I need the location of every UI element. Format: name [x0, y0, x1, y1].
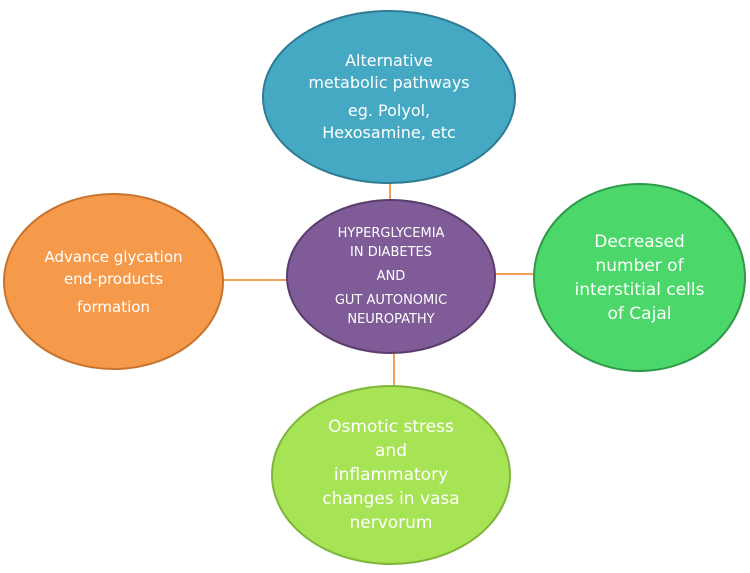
node-top-line: eg. Polyol, [347, 101, 431, 120]
node-top-line: metabolic pathways [308, 73, 470, 92]
node-center-line: HYPERGLYCEMIA [337, 226, 445, 241]
node-right-line: Decreased [594, 231, 685, 252]
node-center-line: IN DIABETES [350, 245, 432, 260]
node-left-line: formation [77, 297, 150, 316]
node-right-line: of Cajal [607, 303, 672, 324]
node-bottom-line: nervorum [349, 513, 433, 533]
node-osmotic-stress: Osmotic stress and inflammatory changes … [271, 385, 511, 565]
node-bottom-line: Osmotic stress [328, 417, 454, 437]
node-top-line: Alternative [345, 51, 433, 70]
node-center-line: AND [376, 269, 406, 284]
connector-left [223, 279, 287, 281]
node-bottom-line: inflammatory [333, 465, 449, 485]
node-right-line: number of [595, 255, 684, 276]
node-bottom-line: and [375, 441, 407, 461]
node-interstitial-cells: Decreased number of interstitial cells o… [533, 183, 746, 372]
node-center-line: GUT AUTONOMIC [334, 293, 448, 308]
node-hyperglycemia-center: HYPERGLYCEMIA IN DIABETES AND GUT AUTONO… [286, 199, 496, 354]
node-bottom-line: changes in vasa [322, 489, 460, 509]
connector-top [389, 183, 391, 201]
connector-bottom [393, 353, 395, 386]
node-center-line: NEUROPATHY [347, 312, 435, 327]
node-right-line: interstitial cells [574, 279, 705, 300]
node-left-line: end-products [63, 269, 164, 288]
node-alternative-metabolic-pathways: Alternative metabolic pathways eg. Polyo… [262, 10, 516, 184]
connector-right [495, 273, 535, 275]
node-advance-glycation: Advance glycation end-products formation [3, 193, 224, 370]
node-top-line: Hexosamine, etc [322, 123, 456, 142]
node-left-line: Advance glycation [44, 247, 183, 266]
